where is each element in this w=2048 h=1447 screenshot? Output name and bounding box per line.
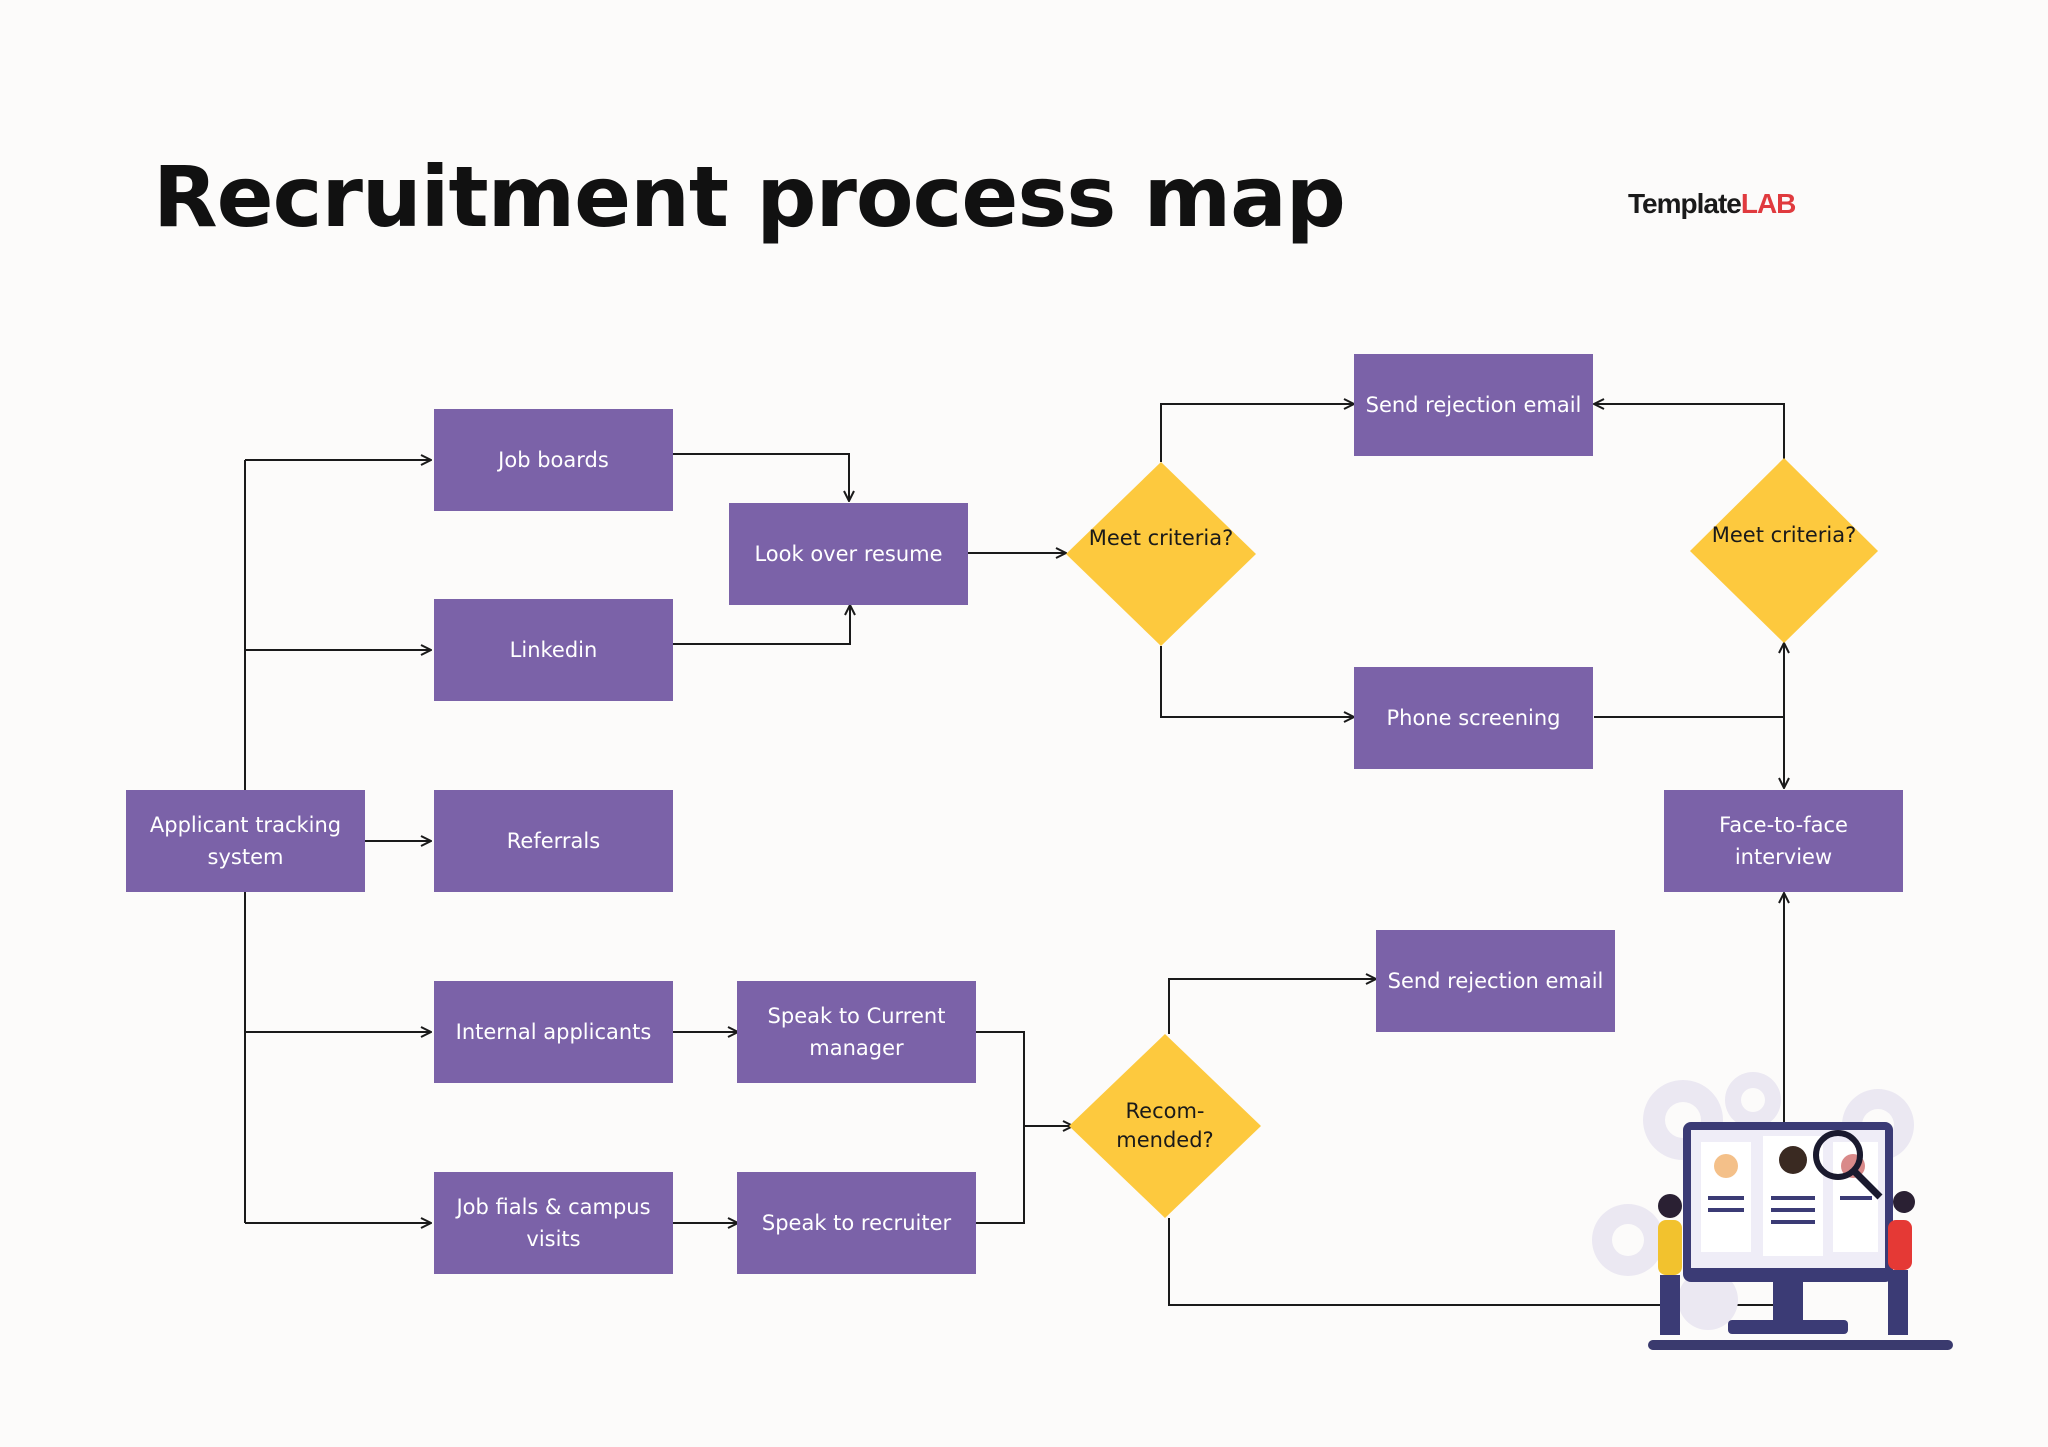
node-applicant-tracking-system: Applicant tracking system bbox=[126, 790, 365, 892]
brand-logo-primary: Template bbox=[1628, 188, 1742, 219]
node-speak-to-manager: Speak to Current manager bbox=[737, 981, 976, 1083]
node-send-rejection-email-top: Send rejection email bbox=[1354, 354, 1593, 456]
node-phone-screening: Phone screening bbox=[1354, 667, 1593, 769]
node-linkedin: Linkedin bbox=[434, 599, 673, 701]
node-face-to-face-interview: Face-to-face interview bbox=[1664, 790, 1903, 892]
node-look-over-resume: Look over resume bbox=[729, 503, 968, 605]
decision-label-recommended: Recom-mended? bbox=[1116, 1099, 1214, 1152]
decision-label-meet-criteria-2: Meet criteria? bbox=[1711, 523, 1857, 547]
node-job-fairs: Job fials & campus visits bbox=[434, 1172, 673, 1274]
decision-meet-criteria-2 bbox=[1690, 458, 1878, 643]
decision-recommended bbox=[1069, 1034, 1261, 1218]
arrow-job-boards-to-resume bbox=[672, 453, 849, 501]
arrow-meet1-to-rejection bbox=[1160, 404, 1354, 462]
node-speak-to-recruiter: Speak to recruiter bbox=[737, 1172, 976, 1274]
brand-logo: TemplateLAB bbox=[1628, 188, 1797, 220]
page-title: Recruitment process map bbox=[153, 148, 1346, 246]
node-internal-applicants: Internal applicants bbox=[434, 981, 673, 1083]
node-send-rejection-email-bottom: Send rejection email bbox=[1376, 930, 1615, 1032]
arrow-recommended-to-face bbox=[1168, 893, 1784, 1306]
arrow-recommended-to-rejection bbox=[1168, 979, 1376, 1034]
decision-meet-criteria-1 bbox=[1066, 462, 1256, 646]
brand-logo-accent: LAB bbox=[1740, 188, 1797, 219]
arrow-meet1-to-phone bbox=[1160, 646, 1354, 717]
arrow-linkedin-to-resume bbox=[672, 605, 850, 645]
node-job-boards: Job boards bbox=[434, 409, 673, 511]
node-referrals: Referrals bbox=[434, 790, 673, 892]
arrow-meet2-to-rejection bbox=[1594, 404, 1785, 462]
recruitment-computer-illustration bbox=[1592, 1072, 1953, 1350]
decision-label-meet-criteria-1: Meet criteria? bbox=[1088, 526, 1234, 550]
connector-manager-out bbox=[976, 1031, 1025, 1224]
